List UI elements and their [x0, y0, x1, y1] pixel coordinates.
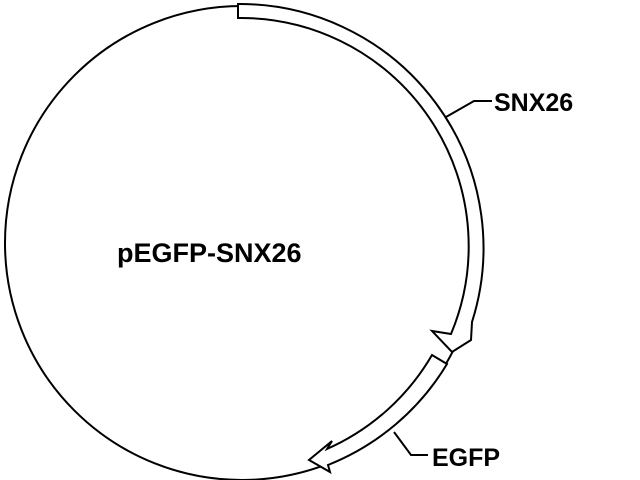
snx26-feature-arrow [237, 2, 485, 354]
feature-label-egfp: EGFP [432, 444, 500, 472]
feature-label-snx26: SNX26 [494, 89, 573, 117]
plasmid-name-label: pEGFP-SNX26 [117, 238, 302, 268]
egfp-feature-arrow [307, 353, 449, 475]
egfp-leader-line [393, 431, 428, 456]
snx26-leader-line [445, 100, 492, 118]
